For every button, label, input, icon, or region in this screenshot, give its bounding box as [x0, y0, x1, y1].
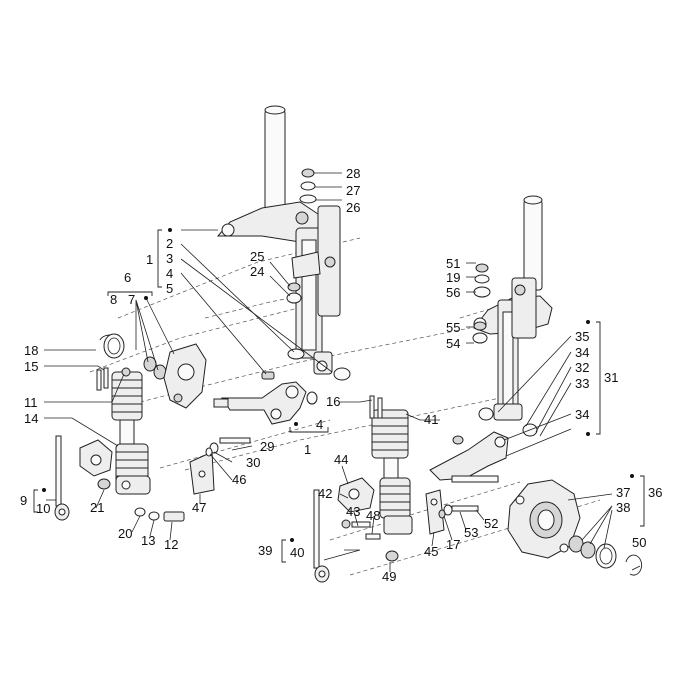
- callout-1: 1: [146, 252, 153, 267]
- callout-42: 42: [318, 486, 332, 501]
- callout-14: 14: [24, 411, 38, 426]
- callout-51: 51: [446, 256, 460, 271]
- callout-39: 39: [258, 543, 272, 558]
- nut-49: [385, 550, 399, 562]
- tube-bushing-rings: [287, 348, 351, 381]
- callout-45: 45: [424, 544, 438, 559]
- callout-20: 20: [118, 526, 132, 541]
- callout-34b: 34: [575, 407, 589, 422]
- right-nuts-51-19-56: [473, 263, 491, 298]
- tie-rod-40: [313, 489, 330, 583]
- right-steering-tube: [473, 195, 553, 421]
- leader-lines: [44, 172, 641, 572]
- callout-34: 34: [575, 345, 589, 360]
- callout-5: 5: [166, 281, 173, 296]
- callout-10: 10: [36, 501, 50, 516]
- callout-numbers: 1 2 3 4 5 6 7 8 18 15 11 14 9 10 21 20 1…: [20, 166, 662, 584]
- left-shock-absorber: [111, 367, 151, 495]
- right-wheel-hub: [507, 479, 581, 559]
- callout-3: 3: [166, 251, 173, 266]
- callout-7: 7: [128, 292, 135, 307]
- bolt-washer-20-13-12: [134, 507, 185, 522]
- callout-32: 32: [575, 360, 589, 375]
- callout-16: 16: [326, 394, 340, 409]
- circlip-50: [625, 554, 643, 576]
- bolt-52-53-17: [438, 504, 479, 519]
- callout-47: 47: [192, 500, 206, 515]
- yoke-nuts-28-27-26: [299, 168, 317, 204]
- left-lower-link-arm: [213, 371, 318, 425]
- nut-21: [97, 478, 111, 490]
- callout-40: 40: [290, 545, 304, 560]
- callout-6: 6: [124, 270, 131, 285]
- callout-25: 25: [250, 249, 264, 264]
- caliper-14: [79, 439, 113, 477]
- callout-33: 33: [575, 376, 589, 391]
- callout-29: 29: [260, 439, 274, 454]
- callout-43: 43: [346, 504, 360, 519]
- callout-13: 13: [141, 533, 155, 548]
- callout-50: 50: [632, 535, 646, 550]
- bolt-29-washer-30-46: [205, 437, 251, 457]
- callout-37: 37: [616, 485, 630, 500]
- callout-38: 38: [616, 500, 630, 515]
- bearing-7: [143, 356, 167, 380]
- callout-52: 52: [484, 516, 498, 531]
- callout-19: 19: [446, 270, 460, 285]
- center-shock-absorber: [371, 409, 413, 535]
- group-brackets: [33, 228, 645, 563]
- caliper-44: [337, 477, 375, 513]
- washers-24-25: [286, 282, 302, 304]
- callout-12: 12: [164, 537, 178, 552]
- callout-53: 53: [464, 525, 478, 540]
- callout-24: 24: [250, 264, 264, 279]
- callout-30: 30: [246, 455, 260, 470]
- bolts-42-43-48: [341, 519, 381, 540]
- left-steering-tube: [216, 105, 341, 375]
- bracket-47: [189, 451, 215, 495]
- callout-55: 55: [446, 320, 460, 335]
- bearings-37: [568, 535, 596, 559]
- callout-54: 54: [446, 336, 460, 351]
- callout-35: 35: [575, 329, 589, 344]
- callout-4b: 4: [316, 417, 323, 432]
- callout-15: 15: [24, 359, 38, 374]
- callout-26: 26: [346, 200, 360, 215]
- right-lower-link-arm: [429, 431, 509, 483]
- callout-41: 41: [424, 412, 438, 427]
- callout-31: 31: [604, 370, 618, 385]
- tie-rod-10: [54, 435, 70, 521]
- callout-56: 56: [446, 285, 460, 300]
- bolts-16: [369, 395, 383, 419]
- callout-49: 49: [382, 569, 396, 584]
- washers-55-54: [472, 321, 488, 344]
- callout-21: 21: [90, 500, 104, 515]
- callout-18: 18: [24, 343, 38, 358]
- callout-48: 48: [366, 508, 380, 523]
- bolts-15: [96, 367, 109, 391]
- callout-9: 9: [20, 493, 27, 508]
- callout-27: 27: [346, 183, 360, 198]
- seal-38: [595, 543, 617, 569]
- callout-1b: 1: [304, 442, 311, 457]
- callout-4: 4: [166, 266, 173, 281]
- callout-8: 8: [110, 292, 117, 307]
- callout-44: 44: [334, 452, 348, 467]
- callout-11: 11: [24, 395, 38, 410]
- callout-46: 46: [232, 472, 246, 487]
- callout-17: 17: [446, 537, 460, 552]
- callout-2: 2: [166, 236, 173, 251]
- callout-28: 28: [346, 166, 360, 181]
- bracket-45: [425, 489, 445, 535]
- callout-36: 36: [648, 485, 662, 500]
- left-hub-carrier: [163, 343, 207, 409]
- seal-ring-8: [103, 333, 125, 359]
